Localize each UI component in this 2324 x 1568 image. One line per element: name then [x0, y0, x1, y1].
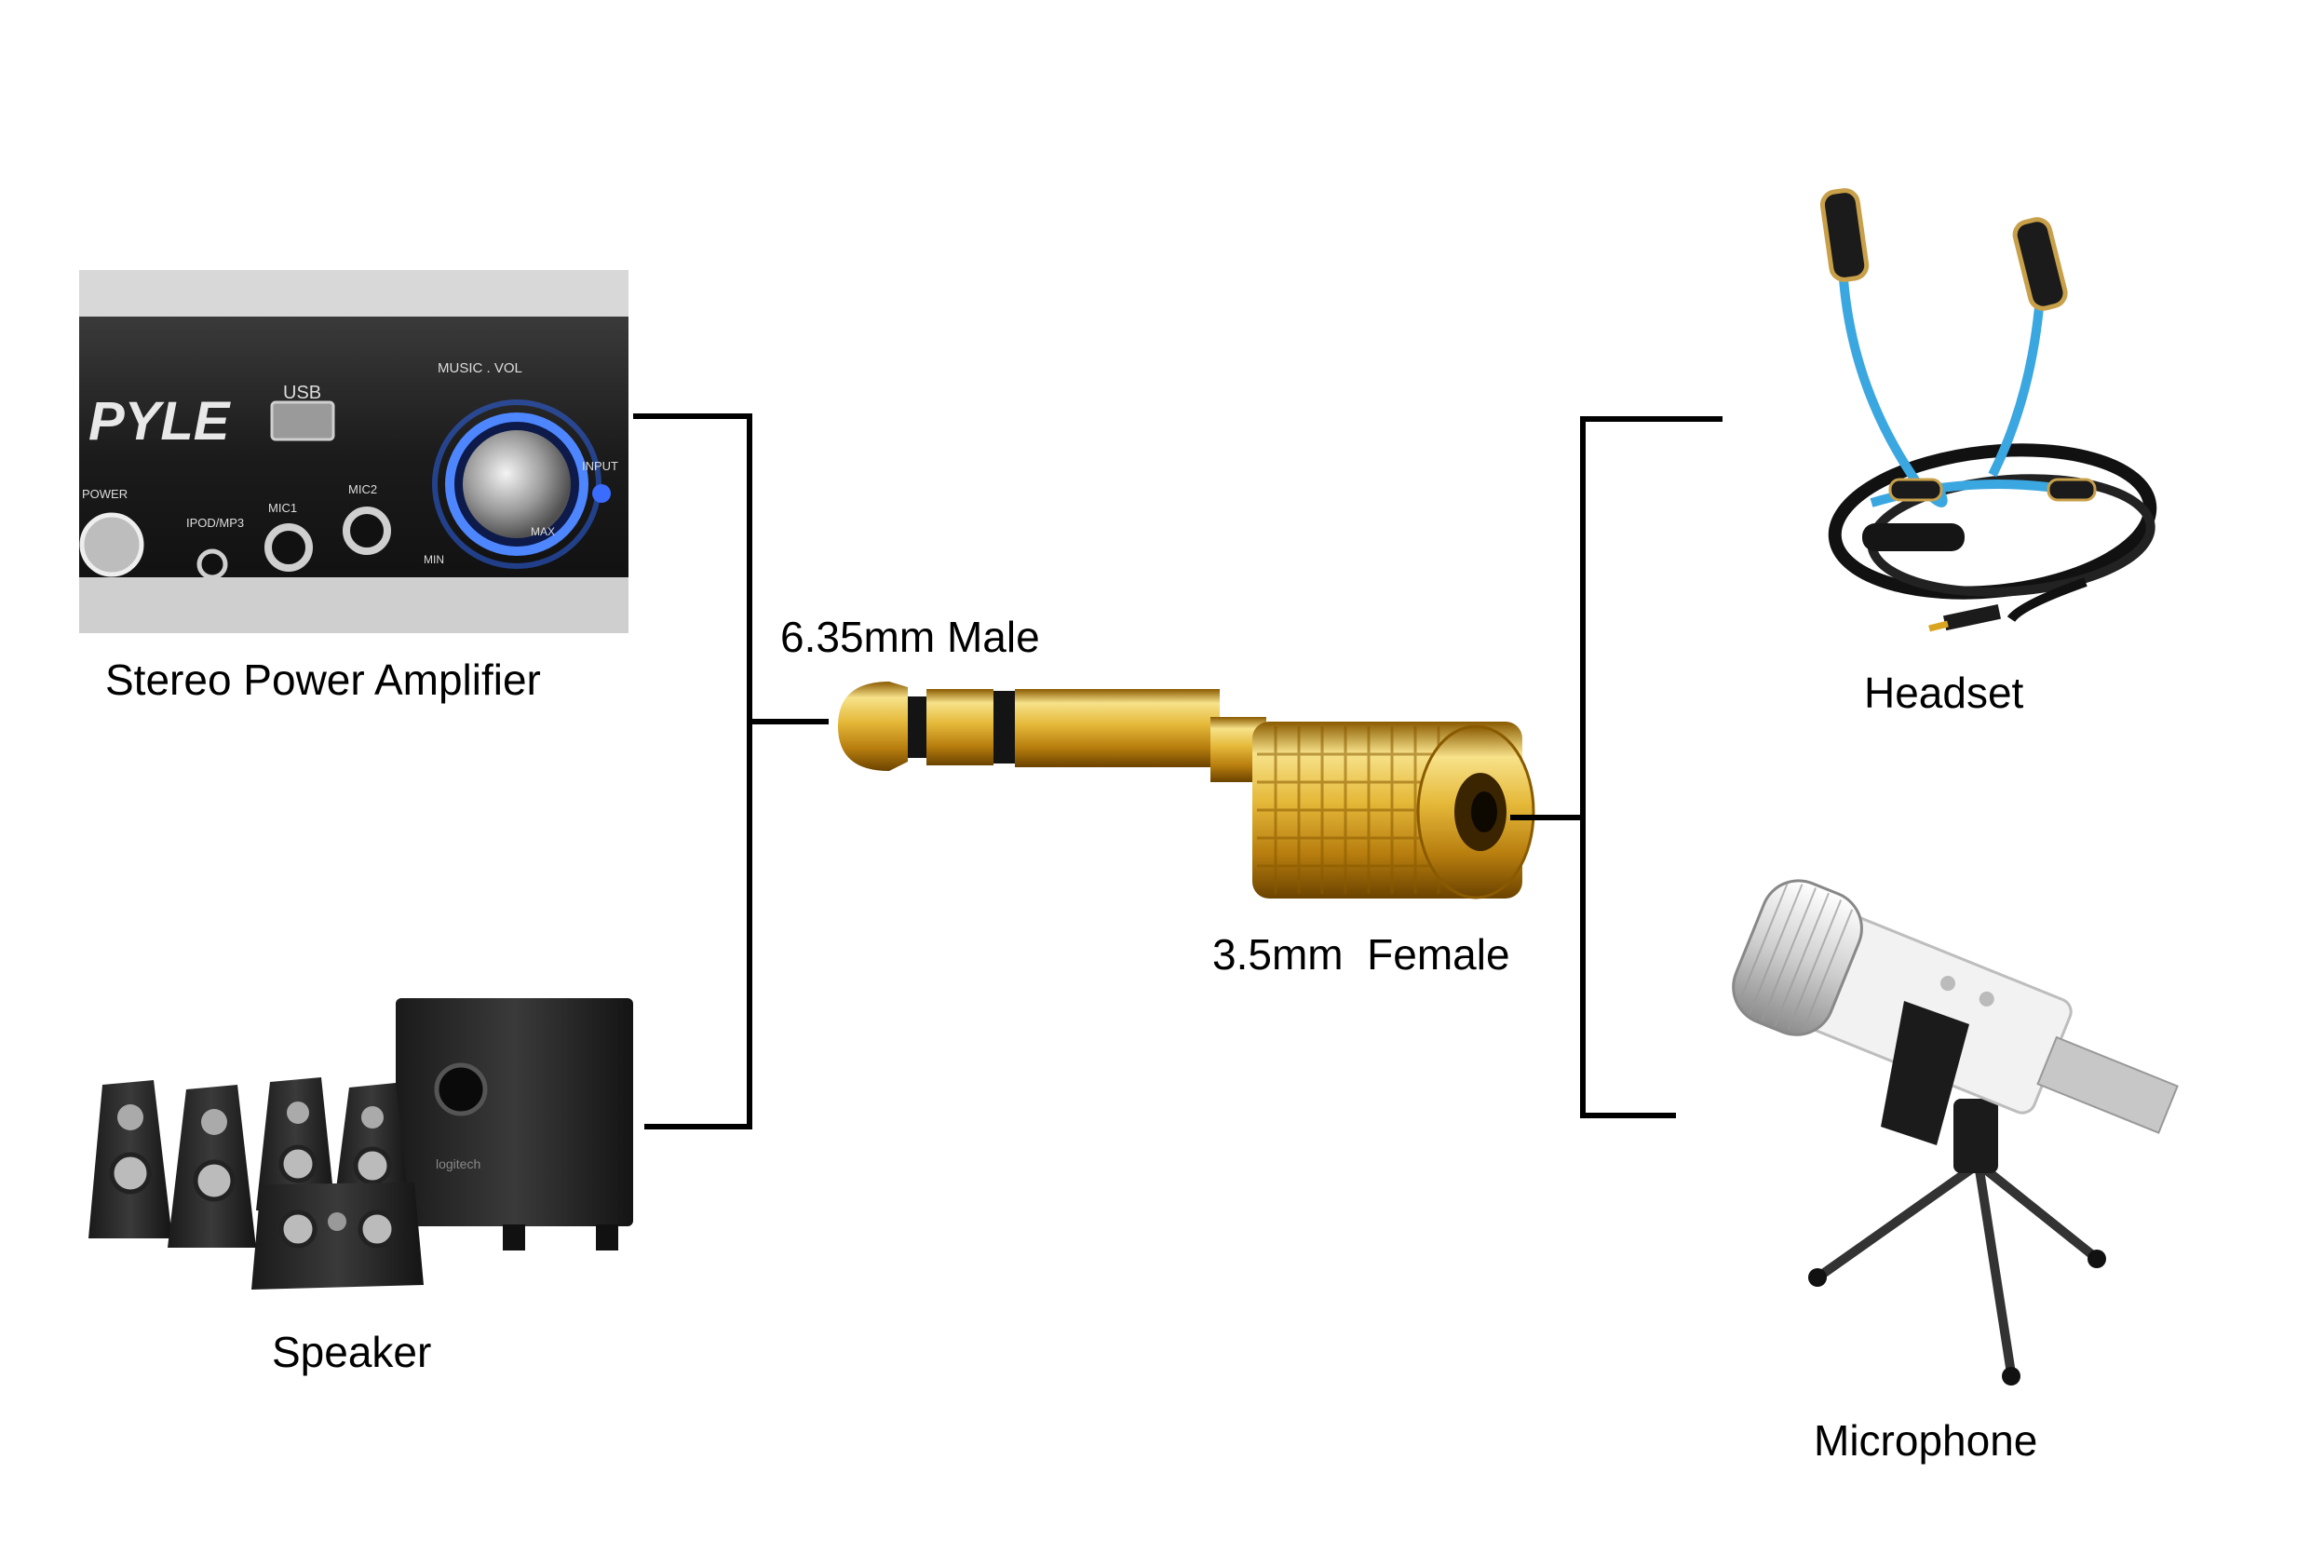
- svg-text:INPUT: INPUT: [582, 459, 618, 473]
- svg-text:USB: USB: [283, 383, 321, 403]
- svg-text:IPOD/MP3: IPOD/MP3: [186, 516, 244, 530]
- label-male: 6.35mm Male: [780, 613, 1040, 661]
- svg-text:MAX: MAX: [531, 525, 555, 538]
- earbud-left-icon: [1819, 188, 1870, 282]
- microphone-image: [1732, 879, 2179, 1386]
- speaker-image: logitech: [88, 998, 633, 1290]
- right-bracket-connector: [1510, 416, 1723, 1118]
- tripod-mount-icon: [1953, 1099, 1998, 1173]
- mic-grille-icon: [1732, 879, 1863, 1036]
- adapter-image: [838, 682, 1535, 899]
- mic2-jack-icon: [343, 507, 391, 555]
- plug-sleeve-icon: [1015, 689, 1220, 767]
- svg-text:MIN: MIN: [424, 553, 444, 566]
- satellite-speaker-icon: [333, 1083, 410, 1210]
- center-speaker-icon: [251, 1183, 424, 1290]
- svg-text:MIC2: MIC2: [348, 482, 377, 496]
- usb-port-icon: [270, 400, 335, 441]
- svg-text:MUSIC . VOL: MUSIC . VOL: [438, 360, 522, 376]
- earbud-right-icon: [2012, 217, 2068, 311]
- headset-image: [1819, 188, 2157, 632]
- label-female: 3.5mm Female: [1212, 930, 1510, 979]
- mic1-jack-icon: [264, 523, 313, 572]
- svg-text:MIC1: MIC1: [268, 501, 297, 515]
- svg-text:POWER: POWER: [82, 487, 128, 501]
- satellite-speaker-icon: [256, 1077, 335, 1210]
- label-microphone: Microphone: [1814, 1416, 2038, 1465]
- label-speaker: Speaker: [272, 1328, 432, 1376]
- satellite-speaker-icon: [168, 1085, 256, 1248]
- ipod-jack-icon: [196, 548, 228, 580]
- left-bracket-connector: [633, 413, 829, 1129]
- svg-text:logitech: logitech: [436, 1156, 480, 1171]
- label-headset: Headset: [1864, 669, 2024, 717]
- satellite-speaker-icon: [88, 1080, 172, 1238]
- inline-remote-icon: [1862, 523, 1965, 551]
- label-amplifier: Stereo Power Amplifier: [105, 656, 541, 704]
- headset-plug-icon: [1928, 620, 1949, 632]
- mic-clip-icon: [1881, 1001, 1969, 1145]
- plug-tip-icon: [838, 682, 908, 771]
- volume-knob-icon: [463, 430, 571, 538]
- amplifier-image: PYLE USB MUSIC . VOL POWER IPOD/MP3 MIC1…: [79, 270, 628, 633]
- amp-brand: PYLE: [88, 391, 232, 452]
- subwoofer-icon: [396, 998, 633, 1226]
